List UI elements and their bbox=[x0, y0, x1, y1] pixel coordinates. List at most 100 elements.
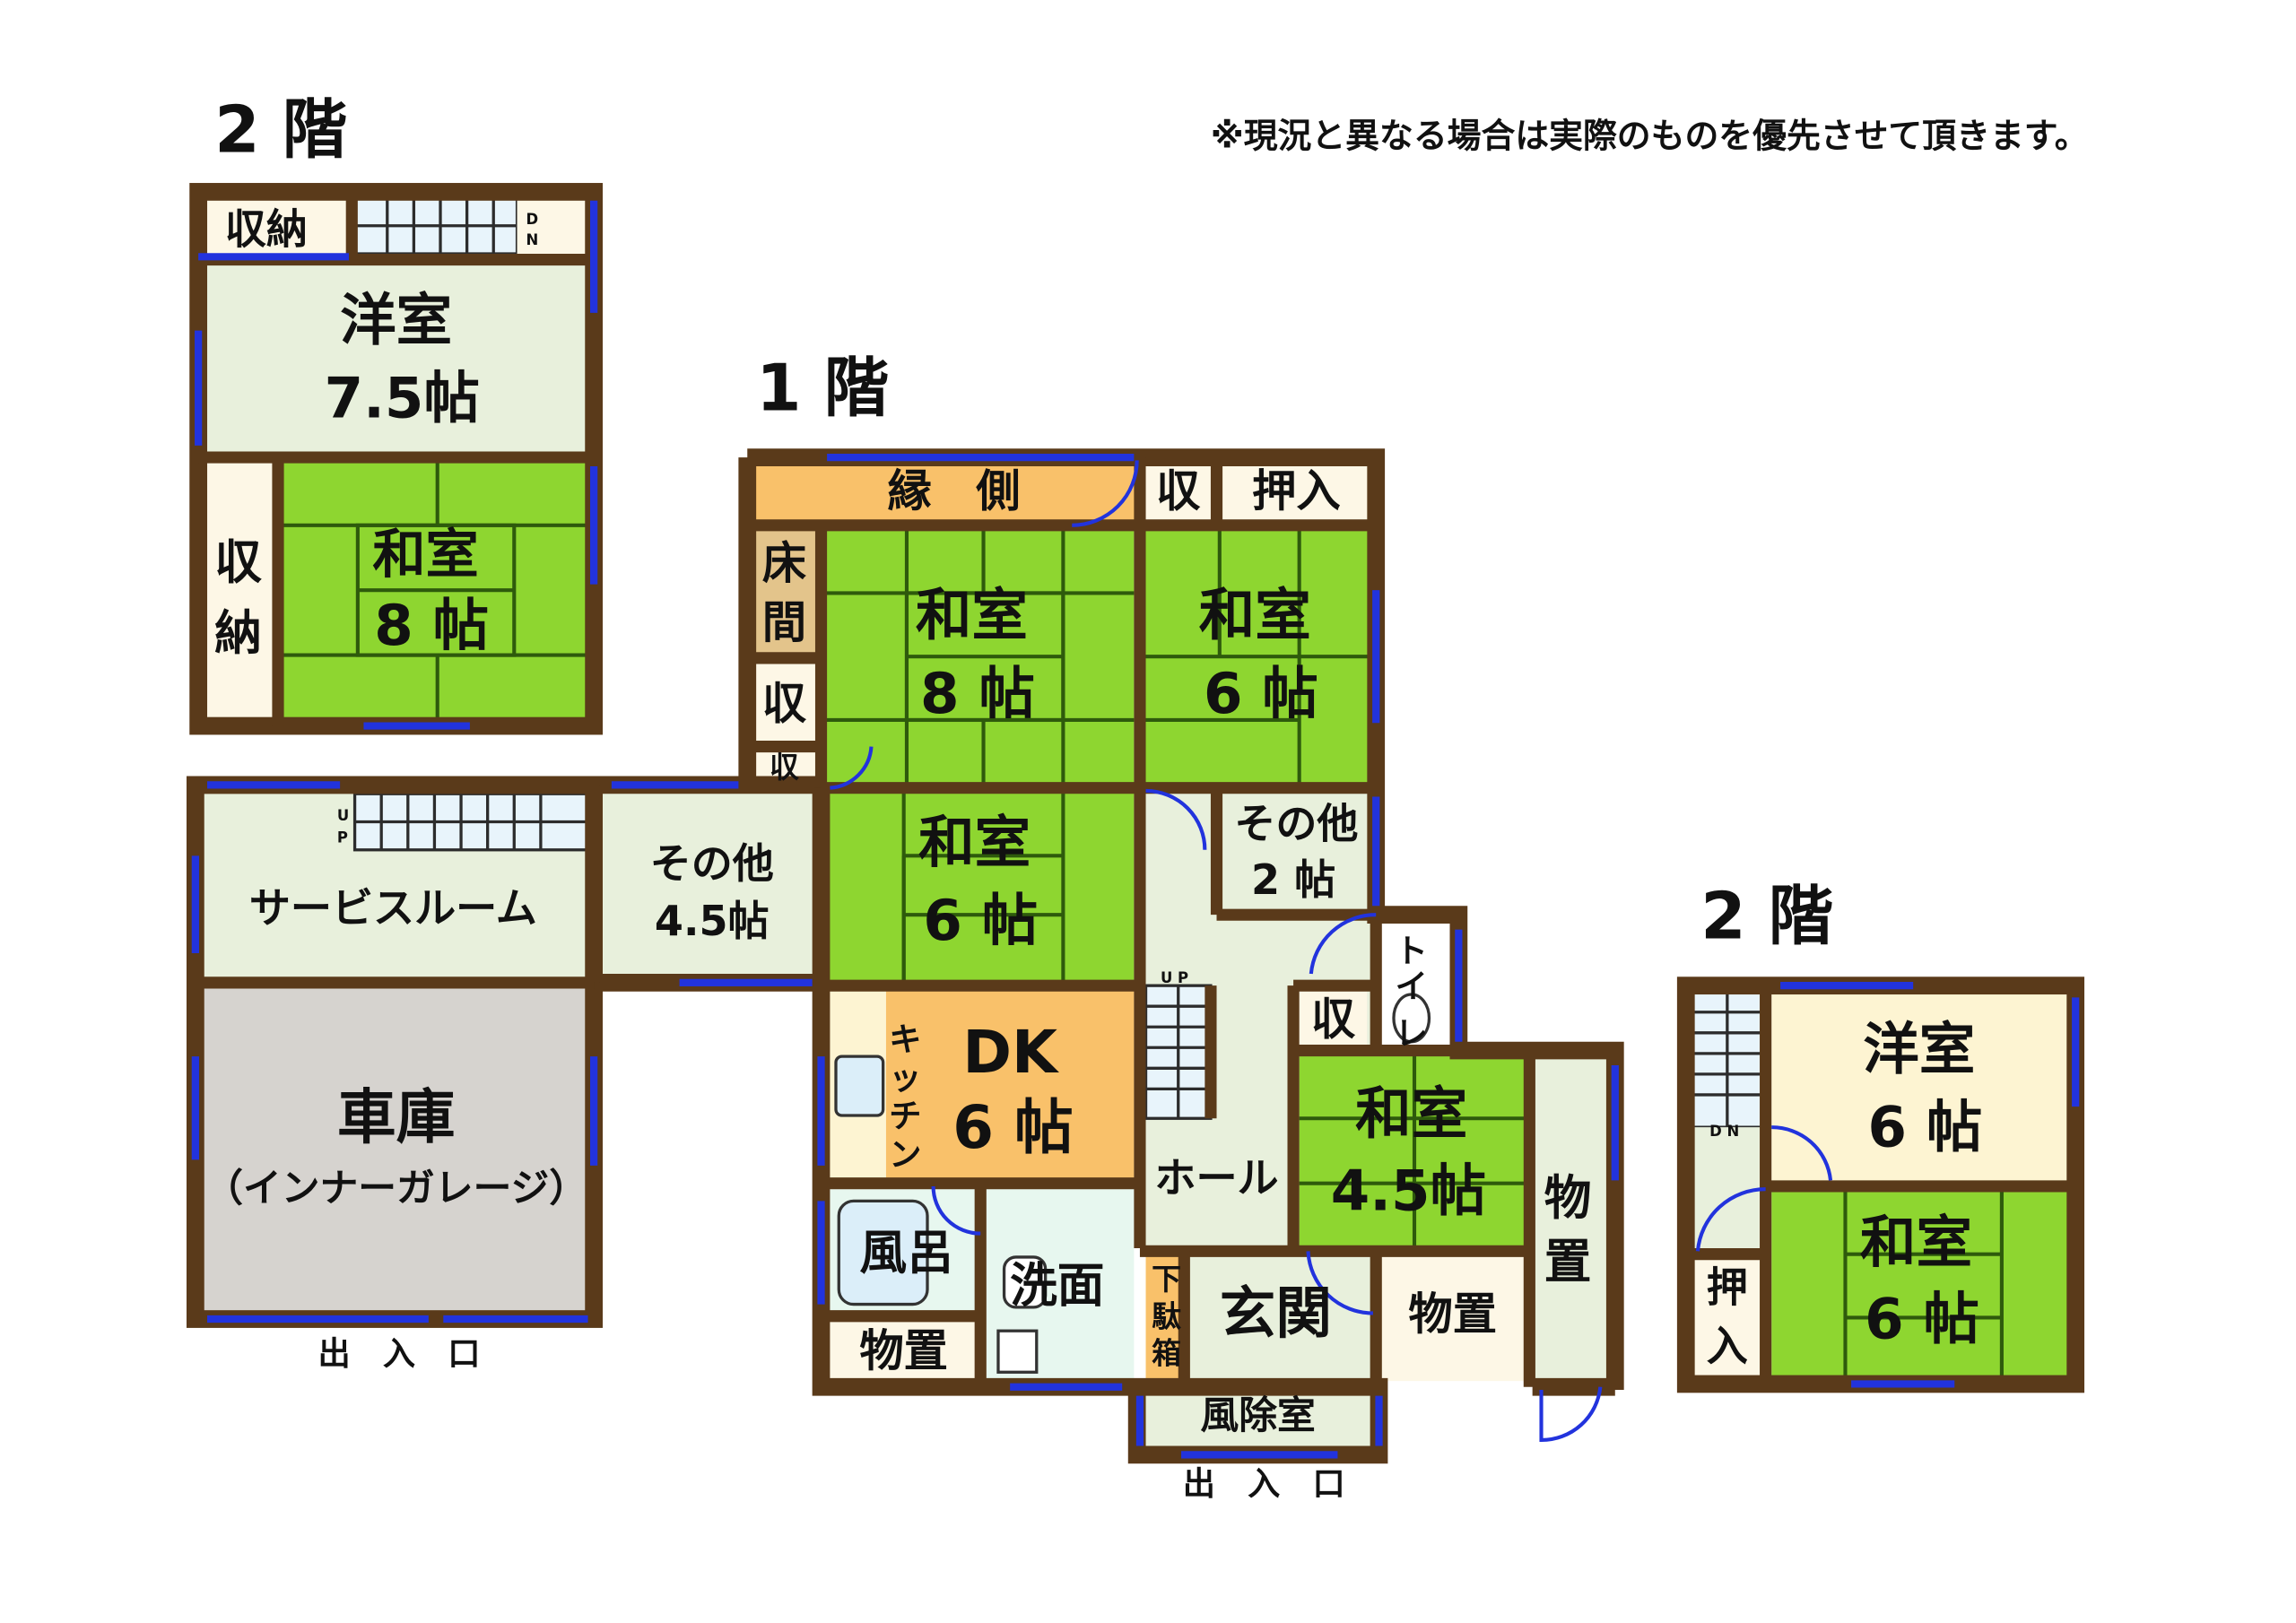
room-shu-small bbox=[750, 661, 819, 785]
room-storage-side bbox=[198, 460, 275, 724]
sink-kitchen bbox=[834, 1055, 885, 1117]
washbasin bbox=[1002, 1255, 1048, 1309]
label-storage-top: 収納 bbox=[225, 205, 308, 254]
label-geta-3: 箱 bbox=[1152, 1335, 1181, 1370]
label-stair-up-hall: U P bbox=[1161, 969, 1188, 986]
label-washitsu-6b-size: 6 帖 bbox=[923, 888, 1038, 953]
bathtub bbox=[837, 1199, 929, 1306]
label-dk-name: DK bbox=[962, 1018, 1059, 1087]
label-mono-side-1: 物 bbox=[1544, 1171, 1592, 1226]
label-sonota-2-size: 2 帖 bbox=[1251, 855, 1335, 904]
label-washitsu-8-2f-size: 8 帖 bbox=[374, 593, 489, 658]
room-washitsu-6-2f bbox=[1771, 1189, 2073, 1382]
label-washitsu-6a-name: 和室 bbox=[1199, 583, 1311, 648]
room-oshiire-top bbox=[1219, 460, 1373, 523]
label-garage-name: 車庫 bbox=[337, 1083, 456, 1152]
label-storage-side-1: 収 bbox=[214, 535, 262, 590]
label-washitsu-6-2f-size: 6 帖 bbox=[1865, 1286, 1979, 1351]
label-washitsu-4-5-name: 和室 bbox=[1355, 1081, 1467, 1147]
label-mono-bath: 物置 bbox=[859, 1325, 948, 1377]
room-fujoshitsu bbox=[1139, 1386, 1377, 1449]
label-shu-top: 収 bbox=[1156, 464, 1201, 516]
label-western-7-5-name: 洋室 bbox=[340, 287, 452, 352]
label-sonota-4-5-name: その他 bbox=[650, 839, 774, 888]
label-engawa: 縁 側 bbox=[888, 464, 1021, 516]
label-entrance-main: 出 入 口 bbox=[1183, 1464, 1345, 1503]
label-oshiire-top: 押入 bbox=[1252, 464, 1341, 516]
label-garage-sub: （インナーガレージ） bbox=[204, 1166, 587, 1211]
label-storage-side-2: 納 bbox=[214, 606, 262, 661]
label-sonota-4-5-size: 4.5帖 bbox=[655, 897, 770, 945]
label-western-7-5-size: 7.5帖 bbox=[325, 366, 480, 431]
room-garage bbox=[198, 985, 595, 1320]
room-storage-top bbox=[198, 195, 352, 257]
label-shu-small-1: 収 bbox=[762, 677, 807, 729]
label-kitchen-1: キ bbox=[889, 1020, 921, 1059]
label-toilet-2: イ bbox=[1396, 967, 1428, 1005]
label-service-room: サービスルーム bbox=[249, 883, 537, 932]
room-genkan bbox=[1187, 1254, 1373, 1382]
floor-label-2f-left: 2 階 bbox=[214, 92, 347, 168]
label-washitsu-8-size: 8 帖 bbox=[920, 661, 1035, 726]
label-senmen: 洗面 bbox=[1010, 1258, 1104, 1313]
label-stair-dn-1: D bbox=[526, 211, 538, 228]
toilet-bowl bbox=[1392, 993, 1431, 1044]
room-western-7-5 bbox=[198, 259, 595, 455]
room-shu-top bbox=[1143, 460, 1214, 523]
room-tokonoma bbox=[750, 528, 819, 655]
room-mono-side bbox=[1535, 1053, 1613, 1387]
label-sonota-2-name: その他 bbox=[1234, 800, 1358, 848]
room-mono-bath bbox=[823, 1319, 981, 1384]
label-washitsu-6b-name: 和室 bbox=[918, 810, 1031, 875]
label-washitsu-8-name: 和室 bbox=[916, 583, 1028, 648]
room-sonota-4-5 bbox=[599, 787, 819, 980]
label-stair-up-1: U bbox=[337, 807, 349, 824]
label-toko-1: 床 bbox=[762, 537, 807, 589]
label-furo: 風呂 bbox=[859, 1226, 953, 1280]
room-oshiire-2f bbox=[1692, 1256, 1763, 1382]
left-2f-plan: 収納 D N 洋室 7.5帖 収 納 和室 8 帖 bbox=[189, 183, 604, 735]
label-shu-small-2: 収 bbox=[770, 750, 799, 785]
label-washitsu-6a-size: 6 帖 bbox=[1204, 661, 1318, 726]
label-western-6-2f-name: 洋室 bbox=[1863, 1016, 1975, 1081]
room-washitsu-6b bbox=[823, 790, 1135, 983]
label-geta-1: 下 bbox=[1152, 1262, 1181, 1297]
label-dk-size: 6 帖 bbox=[952, 1093, 1074, 1162]
floor-label-2f-right: 2 階 bbox=[1700, 880, 1833, 955]
label-genkan: 玄関 bbox=[1220, 1280, 1332, 1346]
washing-machine bbox=[996, 1329, 1039, 1374]
label-kitchen-3: チ bbox=[889, 1097, 921, 1135]
label-toko-2: 間 bbox=[762, 596, 806, 648]
room-engawa bbox=[750, 460, 1137, 523]
label-washitsu-4-5-size: 4.5帖 bbox=[1331, 1158, 1486, 1223]
label-oshi-2f-2: 入 bbox=[1707, 1322, 1748, 1370]
label-stair-dn-2: N bbox=[526, 231, 538, 248]
disclaimer-notice: ※現況と異なる場合は実際のものを優先させて頂きます。 bbox=[1211, 117, 2089, 156]
label-entrance-garage: 出 入 口 bbox=[317, 1334, 480, 1373]
label-washitsu-8-2f-name: 和室 bbox=[372, 523, 478, 585]
right-2f-plan: D N 洋室 6 帖 和室 6 帖 押 入 bbox=[1676, 976, 2085, 1393]
first-floor-plan: 縁 側 収 押入 床 間 収 収 和室 8 帖 和室 6 帖 和室 6 帖 その… bbox=[186, 448, 1624, 1503]
room-shu-hall bbox=[1299, 985, 1368, 1048]
label-kitchen-2: ッ bbox=[889, 1058, 921, 1097]
label-washitsu-6-2f-name: 和室 bbox=[1860, 1210, 1972, 1275]
label-western-6-2f-size: 6 帖 bbox=[1867, 1095, 1982, 1160]
label-mono-side-2: 置 bbox=[1544, 1235, 1592, 1289]
label-toilet-3: レ bbox=[1396, 1014, 1428, 1053]
label-hall: ホール bbox=[1154, 1154, 1278, 1202]
label-oshi-2f-1: 押 bbox=[1707, 1263, 1748, 1311]
label-stair-dn-right: D N bbox=[1709, 1123, 1739, 1140]
room-mono-genkan bbox=[1378, 1254, 1533, 1382]
label-stair-up-2: P bbox=[337, 829, 348, 846]
floor-label-1f: 1 階 bbox=[756, 351, 889, 426]
room-dk bbox=[885, 988, 1135, 1181]
label-toilet-1: ト bbox=[1396, 932, 1428, 970]
label-geta-2: 駄 bbox=[1152, 1298, 1181, 1333]
label-kitchen-4: ン bbox=[889, 1135, 921, 1174]
label-mono-genkan: 物置 bbox=[1408, 1289, 1497, 1341]
label-fujoshitsu: 風除室 bbox=[1200, 1393, 1315, 1438]
room-getabako bbox=[1145, 1254, 1185, 1382]
label-shu-hall: 収 bbox=[1311, 993, 1356, 1045]
room-sonota-2 bbox=[1219, 790, 1373, 909]
